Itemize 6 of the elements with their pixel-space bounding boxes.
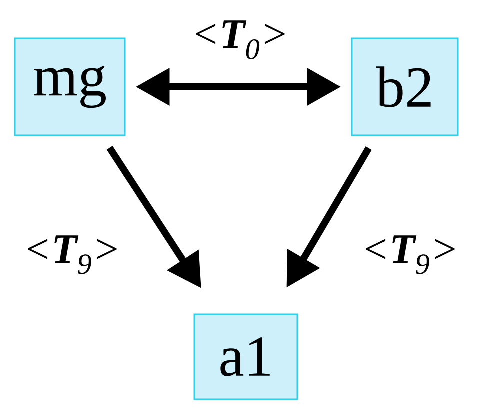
edge-label: <T$_{9}$> [22, 234, 122, 276]
text-box: a1 [194, 314, 298, 400]
text-box: b2 [351, 38, 459, 136]
edge-label: <T$_{9}$> [360, 234, 460, 276]
text-box: mg [14, 38, 126, 136]
edge-label: <T$_{0}$> [190, 20, 290, 60]
